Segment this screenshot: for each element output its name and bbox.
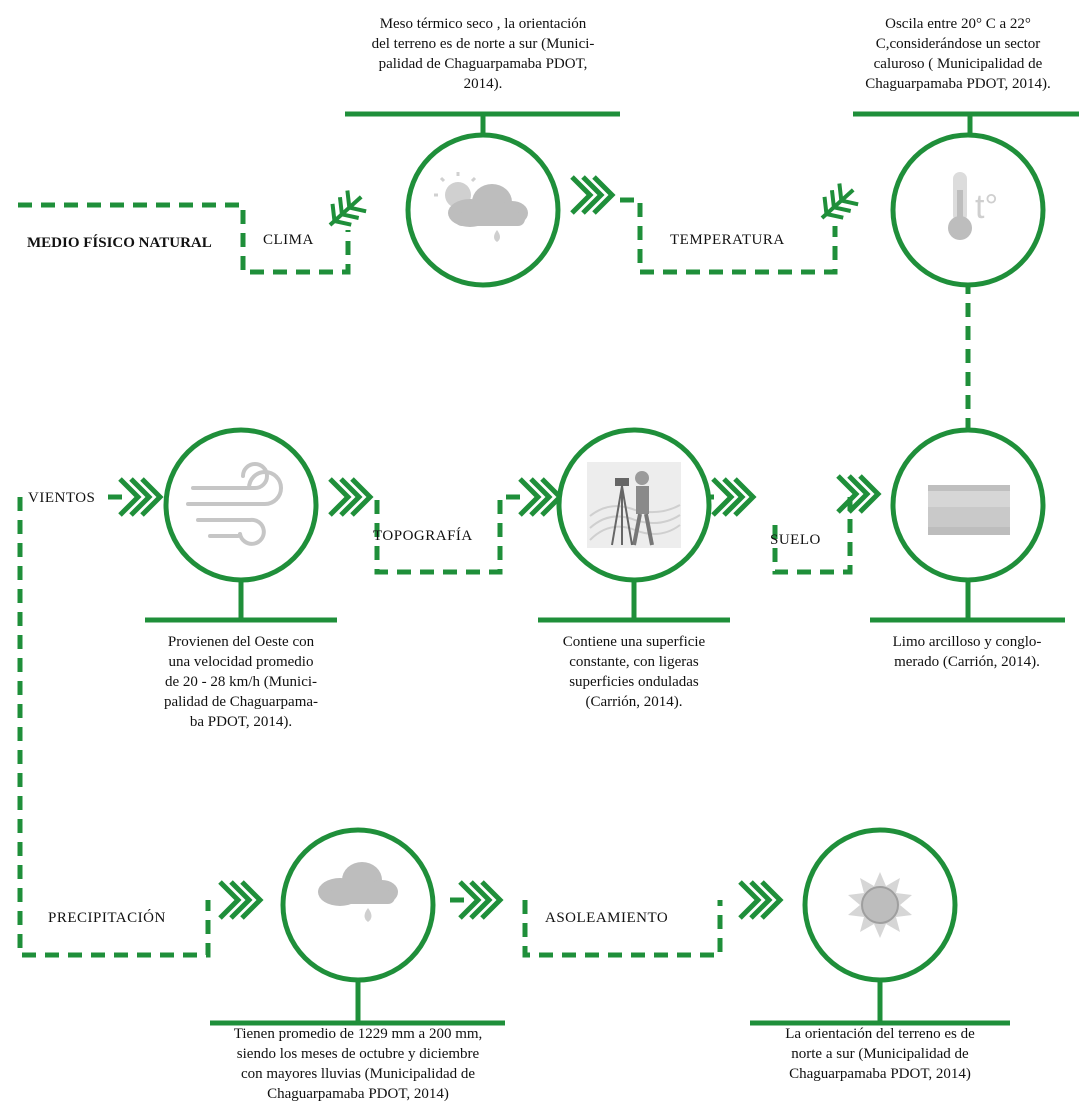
wind-icon xyxy=(186,462,283,546)
connector-suelo xyxy=(772,497,853,575)
soil-icon xyxy=(928,485,1010,535)
precipitacion-circle xyxy=(280,827,436,983)
connector-vientos-topografia xyxy=(374,494,520,575)
asoleamiento-label: ASOLEAMIENTO xyxy=(545,910,669,926)
topografia-description: Contiene una superficie constante, con l… xyxy=(562,634,706,710)
connector-left-vertical xyxy=(17,497,211,958)
sun-icon xyxy=(848,872,912,938)
thermometer-icon: t° xyxy=(948,172,998,240)
temperatura-label: TEMPERATURA xyxy=(670,232,785,248)
clima-label: CLIMA xyxy=(263,232,314,248)
topografia-label: TOPOGRAFÍA xyxy=(373,528,473,544)
svg-text:t°: t° xyxy=(975,188,998,226)
surveyor-icon xyxy=(587,462,681,548)
precipitacion-description: Tienen promedio de 1229 mm a 200 mm, sie… xyxy=(233,1026,483,1102)
connector-asoleamiento xyxy=(522,900,723,958)
rain-cloud-icon xyxy=(318,862,398,922)
connector-clima-temperatura xyxy=(620,197,838,275)
dashed-connectors xyxy=(17,197,971,958)
asoleamiento-description: La orientación del terreno es de norte a… xyxy=(785,1026,975,1082)
clima-description: Meso térmico seco , la orientación del t… xyxy=(371,16,595,92)
temperatura-circle xyxy=(890,132,1046,288)
vientos-description: Provienen del Oeste con una velocidad pr… xyxy=(163,634,319,730)
sun-cloud-icon xyxy=(434,172,528,242)
connector-title-clima xyxy=(18,202,351,275)
description-bars xyxy=(145,111,1079,1026)
vientos-label: VIENTOS xyxy=(28,490,96,506)
node-circles xyxy=(163,132,1046,983)
diagram-title: MEDIO FÍSICO NATURAL xyxy=(27,235,212,251)
suelo-label: SUELO xyxy=(770,532,821,548)
precipitacion-label: PRECIPITACIÓN xyxy=(48,910,166,926)
suelo-description: Limo arcilloso y conglo- merado (Carrión… xyxy=(892,634,1042,670)
temperatura-description: Oscila entre 20° C a 22° C,considerándos… xyxy=(865,16,1051,92)
